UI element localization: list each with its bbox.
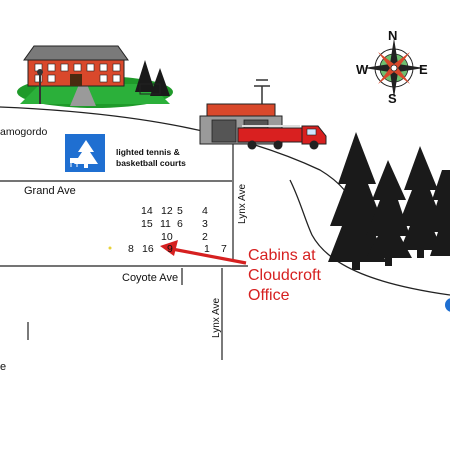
cabin-marker-dot xyxy=(108,246,112,250)
cabin-14: 14 xyxy=(141,205,153,217)
cabin-11: 11 xyxy=(160,218,171,230)
edge-text-fragment: e xyxy=(0,361,7,373)
lodge-building-icon xyxy=(17,45,173,108)
park-sign-icon xyxy=(65,134,105,172)
compass-west: W xyxy=(356,62,369,77)
pine-forest-icon xyxy=(318,132,450,270)
park-label-line-2: basketball courts xyxy=(116,158,186,168)
cabin-4: 4 xyxy=(202,205,208,217)
callout-line-1: Cabins at xyxy=(248,247,316,264)
cabin-6: 6 xyxy=(177,218,183,230)
cabin-7: 7 xyxy=(221,243,227,255)
callout-line-2: Cloudcroft xyxy=(248,267,321,284)
cabin-3: 3 xyxy=(202,218,208,230)
cabin-2: 2 xyxy=(202,231,208,243)
street-lynx-ave-lower: Lynx Ave xyxy=(211,297,222,338)
fire-station-icon xyxy=(199,79,327,150)
cabins-office-callout: Cabins at Cloudcroft Office xyxy=(248,246,321,306)
park-label-line-1: lighted tennis & xyxy=(116,147,180,157)
cabin-1: 1 xyxy=(204,243,210,255)
callout-line-3: Office xyxy=(248,287,290,304)
compass-south: S xyxy=(388,91,397,106)
callout-arrow xyxy=(160,240,247,265)
cabin-8: 8 xyxy=(128,243,134,255)
edge-marker xyxy=(445,298,450,312)
main-road-curve xyxy=(289,179,450,296)
park-label: lighted tennis & basketball courts xyxy=(116,147,186,169)
cabin-15: 15 xyxy=(141,218,153,230)
cabin-9: 9 xyxy=(167,243,173,255)
compass-rose-icon xyxy=(364,38,424,98)
town-label-alamogordo: amogordo xyxy=(0,126,48,138)
street-lynx-ave-upper: Lynx Ave xyxy=(237,183,248,224)
cabin-5: 5 xyxy=(177,205,183,217)
compass-north: N xyxy=(388,28,398,43)
cabin-12: 12 xyxy=(161,205,173,217)
cabin-16: 16 xyxy=(142,243,154,255)
compass-east: E xyxy=(419,62,428,77)
street-coyote-ave: Coyote Ave xyxy=(122,272,179,284)
street-grand-ave: Grand Ave xyxy=(24,185,76,197)
cabin-10: 10 xyxy=(161,231,173,243)
